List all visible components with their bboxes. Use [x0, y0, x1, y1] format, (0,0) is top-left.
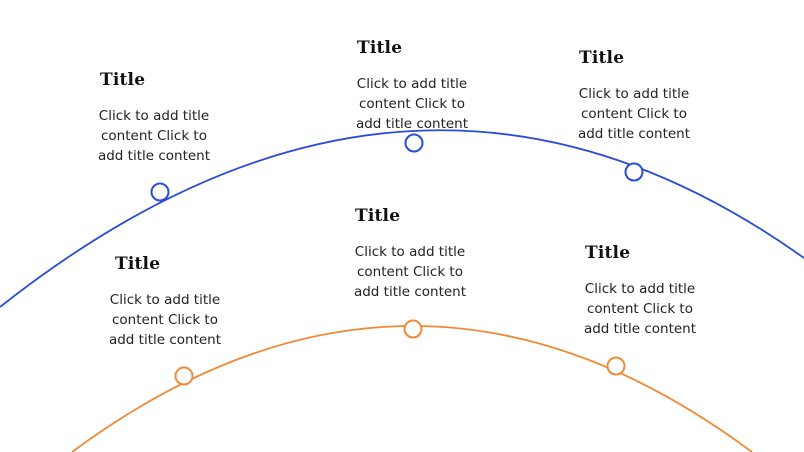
lower-node-left[interactable]: [174, 366, 194, 386]
upper-item-left-text: Click to add title content Click to add …: [97, 108, 211, 164]
upper-node-left[interactable]: [150, 182, 170, 202]
upper-item-right[interactable]: Title Click to add title content Click t…: [569, 48, 699, 144]
lower-item-right-title: Title: [585, 243, 631, 263]
upper-arc: [0, 129, 804, 308]
upper-item-left-title: Title: [100, 70, 146, 90]
lower-item-left-title: Title: [115, 254, 161, 274]
lower-item-left[interactable]: Title Click to add title content Click t…: [100, 254, 230, 350]
upper-node-right[interactable]: [624, 162, 644, 182]
lower-item-center-text: Click to add title content Click to add …: [353, 244, 467, 300]
lower-item-center[interactable]: Title Click to add title content Click t…: [345, 206, 475, 302]
lower-node-center[interactable]: [403, 319, 423, 339]
lower-item-left-text: Click to add title content Click to add …: [108, 292, 222, 348]
upper-item-left[interactable]: Title Click to add title content Click t…: [89, 70, 219, 166]
upper-node-center[interactable]: [404, 133, 424, 153]
lower-item-right[interactable]: Title Click to add title content Click t…: [575, 243, 705, 339]
upper-item-right-title: Title: [579, 48, 625, 68]
upper-item-center[interactable]: Title Click to add title content Click t…: [347, 38, 477, 134]
upper-item-center-text: Click to add title content Click to add …: [355, 76, 469, 132]
upper-item-right-text: Click to add title content Click to add …: [577, 86, 691, 142]
upper-item-center-title: Title: [357, 38, 403, 58]
lower-item-center-title: Title: [355, 206, 401, 226]
lower-item-right-text: Click to add title content Click to add …: [583, 281, 697, 337]
lower-node-right[interactable]: [606, 356, 626, 376]
